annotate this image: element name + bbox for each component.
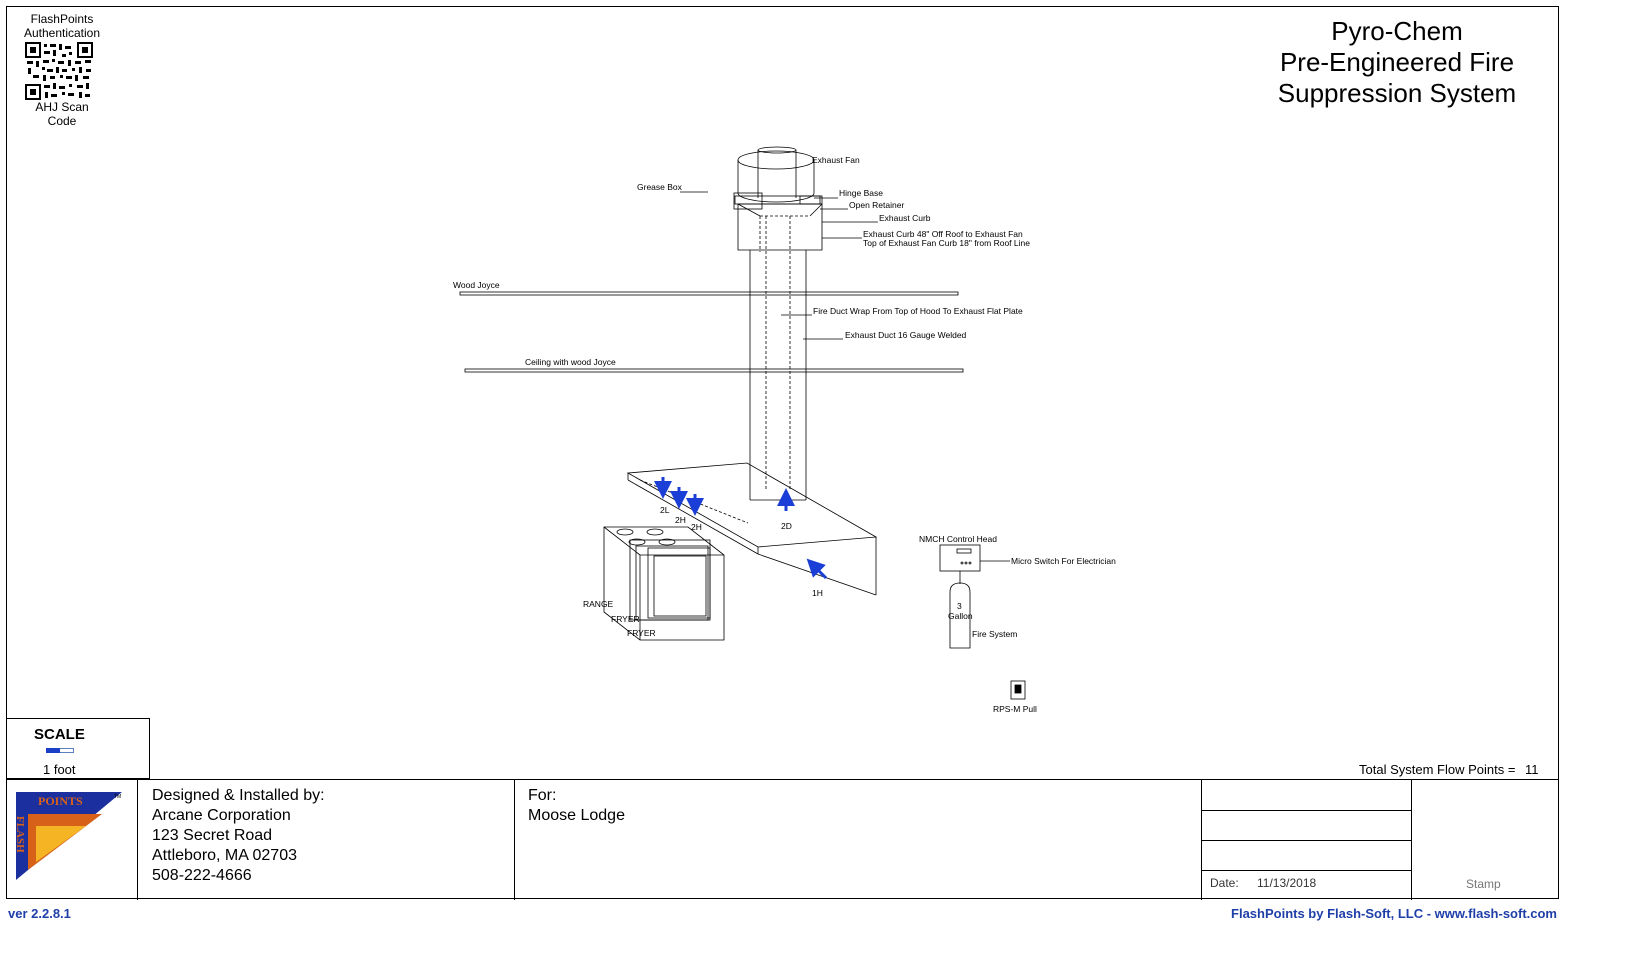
label-curb-note-2: Top of Exhaust Fan Curb 18" from Roof Li… — [863, 238, 1030, 248]
label-fire-system: Fire System — [972, 629, 1017, 639]
qr-caption: AHJ Scan Code — [35, 100, 89, 128]
rps-m-pull — [1010, 680, 1026, 700]
title-block: POINTS TM FLASH Designed & Installed by:… — [6, 779, 1559, 900]
revision-cell — [1202, 780, 1412, 900]
label-wood-joyce: Wood Joyce — [453, 280, 500, 290]
label-hinge-base: Hinge Base — [839, 188, 883, 198]
drawing-frame — [6, 6, 1559, 899]
client-heading: For: — [528, 787, 557, 804]
qr-code-icon[interactable] — [25, 42, 93, 100]
label-open-retainer: Open Retainer — [849, 200, 904, 210]
label-ceiling: Ceiling with wood Joyce — [525, 357, 616, 367]
label-tank-size: 3 — [957, 601, 962, 611]
label-micro-switch: Micro Switch For Electrician — [1011, 556, 1116, 566]
grease-box — [733, 192, 763, 210]
wood-joyce — [459, 291, 959, 296]
logo-cell: POINTS TM FLASH — [6, 780, 138, 900]
label-tank-unit: Gallon — [948, 611, 973, 621]
logo-tm: TM — [114, 794, 121, 800]
exhaust-curb — [737, 203, 823, 251]
nozzle-arrows — [654, 477, 828, 580]
date-value: 11/13/2018 — [1257, 876, 1317, 890]
label-nozzle-2l: 2L — [660, 505, 670, 515]
label-nozzle-2d: 2D — [781, 521, 792, 531]
label-exhaust-fan: Exhaust Fan — [812, 155, 860, 165]
client-name: Moose Lodge — [528, 807, 625, 824]
flow-points: Total System Flow Points = 11 — [1359, 762, 1539, 777]
label-grease-box: Grease Box — [637, 182, 683, 192]
range — [603, 526, 725, 641]
auth-label: FlashPoints Authentication — [23, 12, 101, 40]
label-control-head: NMCH Control Head — [919, 534, 997, 544]
title-line-3: Suppression System — [1277, 78, 1517, 108]
label-fryer-b: FRYER — [611, 614, 640, 624]
title-line-1: Pyro-Chem — [1331, 16, 1463, 46]
label-fire-duct: Fire Duct Wrap From Top of Hood To Exhau… — [813, 306, 1023, 316]
label-pull: RPS-M Pull — [993, 704, 1037, 714]
flow-points-value: 11 — [1525, 762, 1539, 777]
date-label: Date: — [1210, 876, 1239, 890]
flow-points-label: Total System Flow Points = — [1359, 762, 1516, 777]
exhaust-fan-top — [737, 150, 815, 170]
scale-title: SCALE — [34, 726, 85, 743]
fire-system-tank — [949, 582, 971, 649]
logo-text-side: FLASH — [14, 816, 26, 853]
page-title: Pyro-Chem Pre-Engineered Fire Suppressio… — [1237, 16, 1557, 109]
version-label: ver 2.2.8.1 — [8, 906, 71, 921]
label-nozzle-2h-a: 2H — [675, 515, 686, 525]
scale-box — [6, 718, 150, 779]
installer-company: Arcane Corporation — [152, 807, 291, 824]
label-exhaust-duct: Exhaust Duct 16 Gauge Welded — [845, 330, 967, 340]
label-nozzle-1h: 1H — [812, 588, 823, 598]
installer-city: Attleboro, MA 02703 — [152, 847, 297, 864]
installer-phone: 508-222-4666 — [152, 867, 252, 884]
logo-text-top: POINTS — [38, 794, 83, 808]
ceiling — [464, 368, 964, 373]
client-cell: For: Moose Lodge — [515, 780, 1202, 900]
installer-cell: Designed & Installed by: Arcane Corporat… — [138, 780, 515, 900]
flashpoints-logo: POINTS TM FLASH — [14, 792, 122, 880]
brand-link[interactable]: FlashPoints by Flash-Soft, LLC - www.fla… — [1231, 906, 1557, 921]
label-range: RANGE — [583, 599, 614, 609]
label-exhaust-curb: Exhaust Curb — [879, 213, 931, 223]
label-curb-note-1: Exhaust Curb 48" Off Roof to Exhaust Fan — [863, 229, 1023, 239]
scale-unit: 1 foot — [43, 762, 76, 777]
scale-bar-fill — [46, 748, 60, 753]
installer-street: 123 Secret Road — [152, 827, 273, 844]
stamp-label: Stamp — [1466, 877, 1501, 891]
label-nozzle-2h-b: 2H — [691, 522, 702, 532]
installer-heading: Designed & Installed by: — [152, 787, 325, 804]
title-line-2: Pre-Engineered Fire — [1279, 47, 1515, 77]
label-fryer: FRYER — [627, 628, 656, 638]
